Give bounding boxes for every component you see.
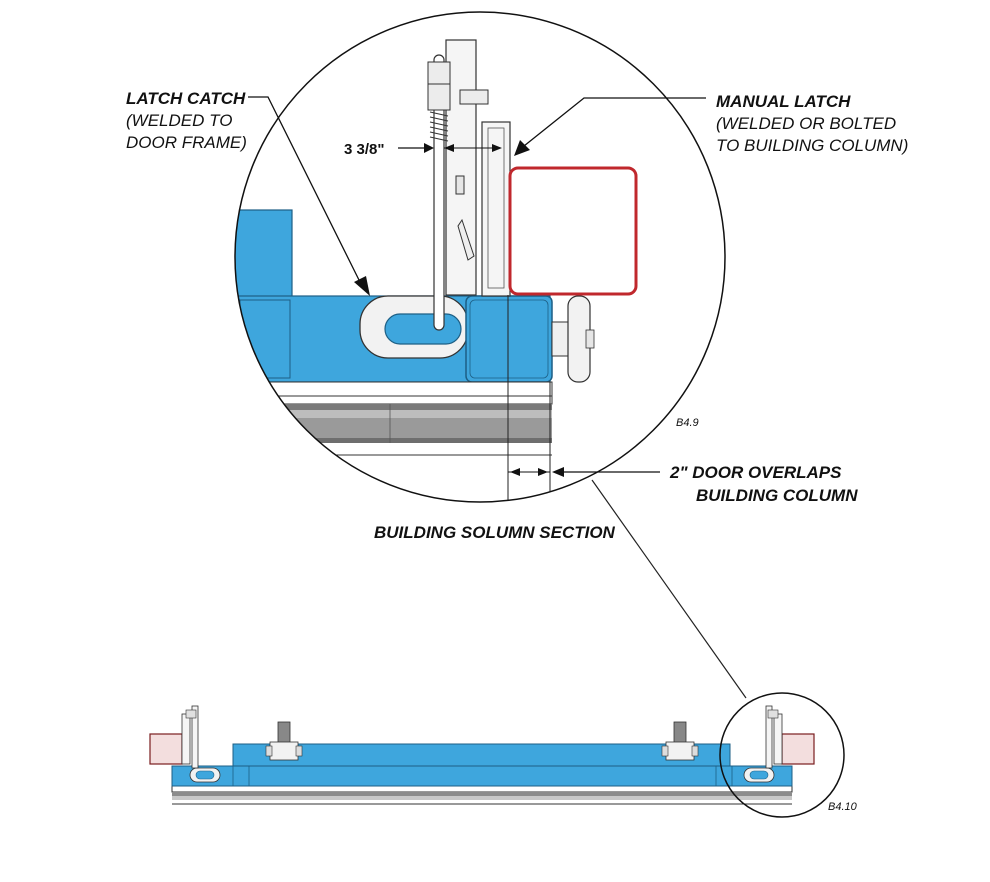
overview-detail-circle [719,692,845,818]
overlap-dimension: 2" DOOR OVERLAPS BUILDING COLUMN [508,463,858,505]
latch-catch-line2: (WELDED TO [126,111,232,130]
left-column [149,733,183,765]
door-edge-tube [465,295,553,383]
overlap-label-line2: BUILDING COLUMN [696,486,858,505]
latch-slot [384,313,462,345]
gate-lower-beam [171,765,793,787]
overview-gate [149,705,815,805]
building-column [508,166,638,296]
gap-dimension: 3 3/8" [344,141,502,158]
manual-latch-line3: TO BUILDING COLUMN) [716,136,908,155]
manual-latch-plate [445,39,477,296]
detail-leader-line [591,479,747,699]
manual-latch-line2: (WELDED OR BOLTED [716,114,896,133]
manual-latch-callout: MANUAL LATCH (WELDED OR BOLTED TO BUILDI… [514,92,908,156]
latch-catch-line3: DOOR FRAME) [126,133,247,152]
detail-view [235,39,638,500]
top-nut [427,61,451,85]
detail-circle [234,11,726,503]
gap-dimension-label: 3 3/8" [344,141,384,158]
latch-catch-arrowhead [354,276,370,296]
manual-latch-arrowhead [514,140,530,156]
right-column [781,733,815,765]
bottom-rail [235,381,553,397]
gate-upper-panel [232,743,731,769]
latch-catch-title: LATCH CATCH [126,89,246,108]
latch-spring [429,111,449,142]
overlap-label-line1: 2" DOOR OVERLAPS [669,463,842,482]
section-title: BUILDING SOLUMN SECTION [374,523,616,542]
latch-handle [457,218,475,261]
latch-catch-callout: LATCH CATCH (WELDED TO DOOR FRAME) [126,89,370,296]
overview-reference: B4.10 [828,801,858,813]
detail-reference: B4.9 [676,417,699,429]
manual-latch-title: MANUAL LATCH [716,92,851,111]
